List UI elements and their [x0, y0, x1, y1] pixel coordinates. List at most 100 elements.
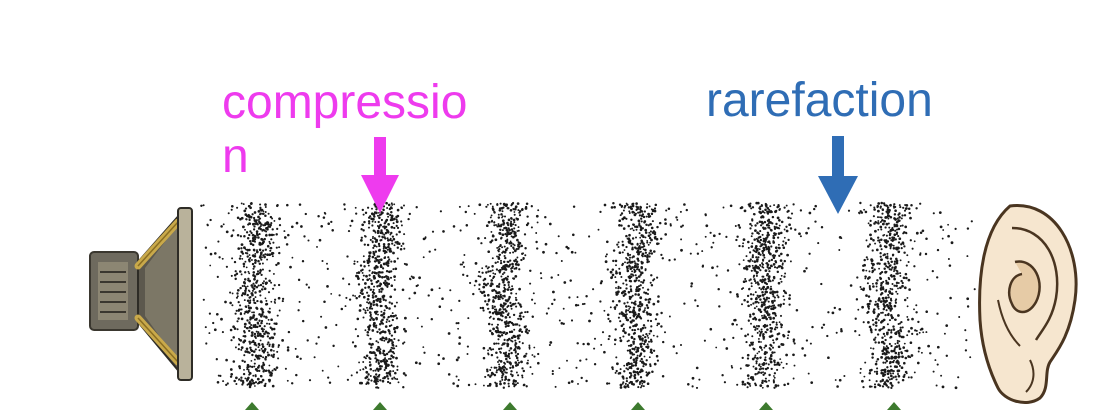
air-particle	[283, 230, 286, 233]
air-particle	[906, 334, 909, 337]
air-particle	[491, 311, 495, 315]
air-particle	[617, 372, 621, 375]
air-particle	[209, 218, 212, 222]
air-particle	[516, 256, 519, 259]
air-particle	[805, 267, 808, 270]
air-particle	[888, 362, 891, 365]
air-particle	[229, 375, 233, 378]
air-particle	[833, 306, 836, 310]
air-particle	[256, 325, 259, 328]
air-particle	[386, 380, 390, 384]
air-particle	[814, 220, 817, 223]
air-particle	[777, 205, 780, 208]
air-particle	[269, 249, 272, 252]
air-particle	[387, 245, 390, 249]
air-particle	[785, 362, 788, 365]
air-particle	[504, 248, 508, 252]
air-particle	[763, 346, 766, 349]
air-particle	[457, 379, 460, 381]
air-particle	[649, 241, 652, 244]
air-particle	[373, 254, 376, 257]
air-particle	[276, 350, 279, 353]
air-particle	[726, 269, 730, 272]
air-particle	[384, 220, 388, 223]
air-particle	[785, 292, 788, 295]
air-particle	[741, 288, 743, 290]
air-particle	[653, 250, 656, 253]
air-particle	[278, 251, 281, 255]
air-particle	[248, 222, 251, 225]
air-particle	[511, 375, 514, 378]
air-particle	[636, 243, 639, 246]
air-particle	[615, 304, 618, 307]
air-particle	[898, 216, 901, 219]
air-particle	[903, 214, 907, 217]
air-particle	[241, 294, 244, 297]
air-particle	[513, 244, 516, 247]
air-particle	[294, 347, 297, 350]
air-particle	[746, 386, 749, 389]
air-particle	[902, 243, 905, 245]
air-particle	[484, 300, 487, 303]
air-particle	[873, 338, 876, 341]
air-particle	[509, 373, 513, 376]
air-particle	[606, 313, 610, 317]
air-particle	[887, 328, 891, 332]
air-particle	[518, 268, 521, 271]
air-particle	[422, 256, 425, 259]
air-particle	[644, 291, 648, 295]
air-particle	[533, 346, 536, 349]
air-particle	[500, 213, 503, 216]
air-particle	[388, 301, 391, 304]
air-particle	[509, 259, 512, 262]
air-particle	[272, 353, 276, 356]
air-particle	[569, 279, 572, 282]
air-particle	[250, 292, 253, 295]
air-particle	[889, 336, 892, 339]
air-particle	[605, 253, 608, 256]
air-particle	[762, 253, 766, 257]
air-particle	[606, 382, 609, 385]
air-particle	[608, 382, 611, 385]
air-particle	[354, 295, 357, 297]
air-particle	[243, 322, 247, 326]
air-particle	[652, 334, 655, 337]
air-particle	[642, 279, 646, 282]
air-particle	[610, 206, 614, 209]
air-particle	[642, 235, 645, 238]
air-particle	[362, 316, 365, 319]
air-particle	[647, 212, 650, 216]
air-particle	[375, 340, 378, 343]
air-particle	[614, 276, 617, 279]
air-particle	[281, 339, 284, 342]
air-particle	[396, 226, 400, 230]
air-particle	[331, 229, 334, 232]
air-particle	[884, 270, 887, 274]
air-particle	[387, 340, 390, 343]
air-particle	[517, 336, 520, 340]
air-particle	[340, 307, 344, 311]
air-particle	[267, 341, 270, 344]
air-particle	[262, 228, 265, 231]
air-particle	[377, 227, 381, 230]
air-particle	[378, 284, 381, 287]
air-particle	[386, 275, 389, 278]
air-particle	[639, 225, 642, 228]
air-particle	[295, 221, 299, 225]
air-particle	[518, 340, 521, 343]
air-particle	[511, 230, 514, 233]
air-particle	[880, 291, 884, 295]
air-particle	[629, 316, 632, 319]
air-particle	[737, 224, 741, 227]
air-particle	[610, 276, 613, 280]
compression-label-line1: compressio	[222, 76, 468, 129]
air-particle	[899, 322, 901, 325]
air-particle	[393, 244, 396, 247]
air-particle	[900, 366, 904, 370]
air-particle	[507, 312, 510, 315]
air-particle	[250, 202, 253, 205]
air-particle	[403, 204, 405, 207]
position-mark	[373, 402, 387, 410]
air-particle	[619, 273, 621, 276]
air-particle	[906, 318, 910, 321]
